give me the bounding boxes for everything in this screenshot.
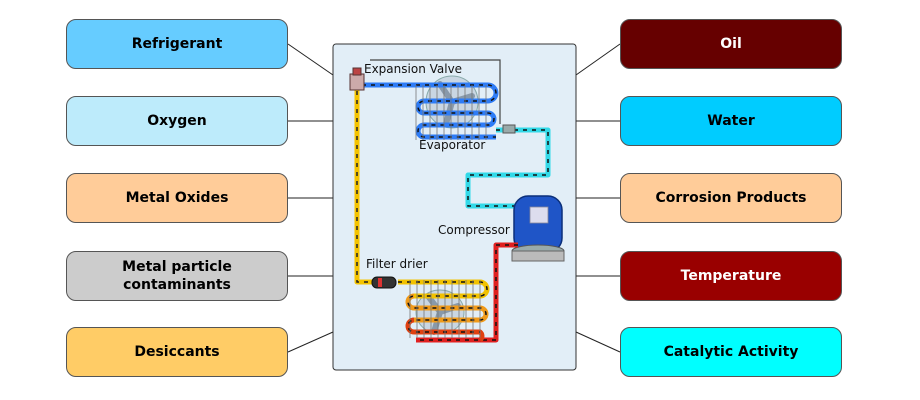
catalytic-activity-label: Catalytic Activity bbox=[663, 344, 799, 360]
capillary-line bbox=[370, 59, 501, 124]
water-label: Water bbox=[707, 113, 755, 129]
compressor-label: Compressor bbox=[438, 223, 510, 237]
connector-catalytic bbox=[575, 331, 621, 353]
filter-drier-label: Filter drier bbox=[366, 257, 428, 271]
refrigerant-label: Refrigerant bbox=[131, 36, 223, 52]
oil-box: Oil bbox=[620, 19, 842, 69]
corrosion-products-box: Corrosion Products bbox=[620, 173, 842, 223]
refrigerant-box: Refrigerant bbox=[66, 19, 288, 69]
evaporator-fins bbox=[415, 85, 487, 140]
connector-refrigerant bbox=[287, 43, 334, 76]
connector-desiccants bbox=[287, 331, 334, 353]
evaporator bbox=[362, 75, 499, 140]
sensor-bulb-icon bbox=[502, 124, 516, 134]
evaporator-coil bbox=[362, 82, 499, 140]
oil-label: Oil bbox=[720, 36, 742, 52]
catalytic-activity-box: Catalytic Activity bbox=[620, 327, 842, 377]
metal-oxides-label: Metal Oxides bbox=[125, 190, 229, 206]
expansion-valve-icon bbox=[349, 67, 365, 91]
corrosion-products-label: Corrosion Products bbox=[655, 190, 807, 206]
oxygen-box: Oxygen bbox=[66, 96, 288, 146]
water-box: Water bbox=[620, 96, 842, 146]
temperature-box: Temperature bbox=[620, 251, 842, 301]
connector-lines bbox=[287, 43, 621, 353]
temperature-label: Temperature bbox=[680, 268, 782, 284]
metal-oxides-box: Metal Oxides bbox=[66, 173, 288, 223]
desiccants-label: Desiccants bbox=[134, 344, 220, 360]
metal-particle-contaminants-label: Metal particle contaminants bbox=[122, 259, 232, 293]
oxygen-label: Oxygen bbox=[147, 113, 207, 129]
expansion-valve-label: Expansion Valve bbox=[364, 62, 462, 76]
condenser bbox=[398, 279, 490, 342]
metal-particle-contaminants-box: Metal particle contaminants bbox=[66, 251, 288, 301]
compressor-icon bbox=[511, 195, 565, 262]
connector-oil bbox=[575, 43, 621, 76]
condenser-fins bbox=[409, 280, 481, 338]
evaporator-label: Evaporator bbox=[419, 138, 485, 152]
desiccants-box: Desiccants bbox=[66, 327, 288, 377]
filter-drier-icon bbox=[371, 276, 397, 289]
